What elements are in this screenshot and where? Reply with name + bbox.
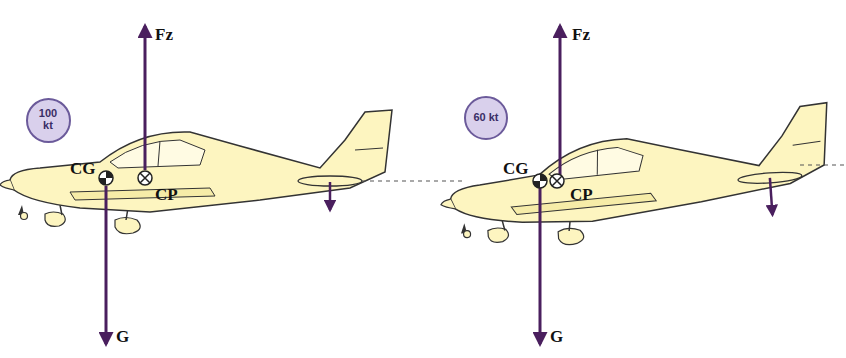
cg-symbol	[99, 171, 113, 185]
point-label: CP	[570, 186, 593, 203]
force-label: G	[116, 328, 129, 345]
cg-symbol	[533, 174, 547, 188]
point-label: CG	[70, 160, 96, 177]
speed-badge: 60 kt	[464, 96, 508, 140]
force-label: Fz	[572, 26, 590, 43]
cp-symbol	[550, 174, 564, 188]
point-label: CG	[503, 160, 529, 177]
force-label: Fz	[155, 26, 173, 43]
speed-badge: 100 kt	[26, 98, 71, 143]
speed-text: 60 kt	[473, 112, 499, 124]
point-label: CP	[155, 186, 178, 203]
cp-symbol	[138, 171, 152, 185]
speed-text: 100 kt	[35, 108, 61, 131]
force-label: G	[550, 328, 563, 345]
